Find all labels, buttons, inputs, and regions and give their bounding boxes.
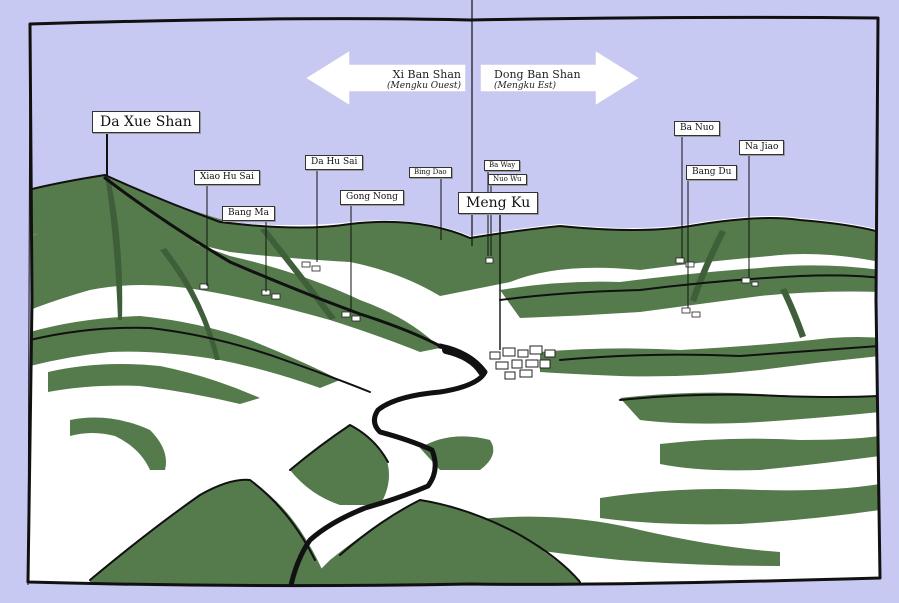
label-ba-way: Ba Way [484,160,521,171]
arrow-east-shape [479,48,642,108]
label-da-hu-sai: Da Hu Sai [305,155,364,170]
leader-lines [106,0,750,350]
xi-ban-shan-subtitle: (Mengku Ouest) [387,81,461,92]
label-nuo-wu: Nuo Wu [488,174,527,185]
label-na-jiao: Na Jiao [739,140,785,155]
label-bing-dao: Bing Dao [409,167,452,178]
label-bang-ma: Bang Ma [222,206,275,221]
hill-villages [199,257,759,322]
label-gong-nong: Gong Nong [340,190,404,205]
arrow-east-label: Dong Ban Shan (Mengku Est) [494,68,581,92]
label-ba-nuo: Ba Nuo [674,121,720,136]
label-xiao-hu-sai: Xiao Hu Sai [194,170,260,185]
label-meng-ku: Meng Ku [458,192,539,214]
river [287,343,488,586]
forest-foreground [90,425,580,586]
ridge-lines [28,173,880,583]
xi-ban-shan-name: Xi Ban Shan [392,68,461,81]
meng-ku-village [489,345,556,380]
arrow-west-shape [303,48,467,108]
label-bang-du: Bang Du [686,165,738,180]
map-frame [26,15,882,588]
forest-far-ridge [28,175,880,296]
dong-ban-shan-name: Dong Ban Shan [494,68,581,81]
dong-ban-shan-subtitle: (Mengku Est) [494,81,557,92]
forest-right-slope [470,265,880,566]
forest-left-slope [30,220,440,470]
label-da-xue-shan: Da Xue Shan [92,111,200,133]
arrow-west-label: Xi Ban Shan (Mengku Ouest) [387,68,461,92]
